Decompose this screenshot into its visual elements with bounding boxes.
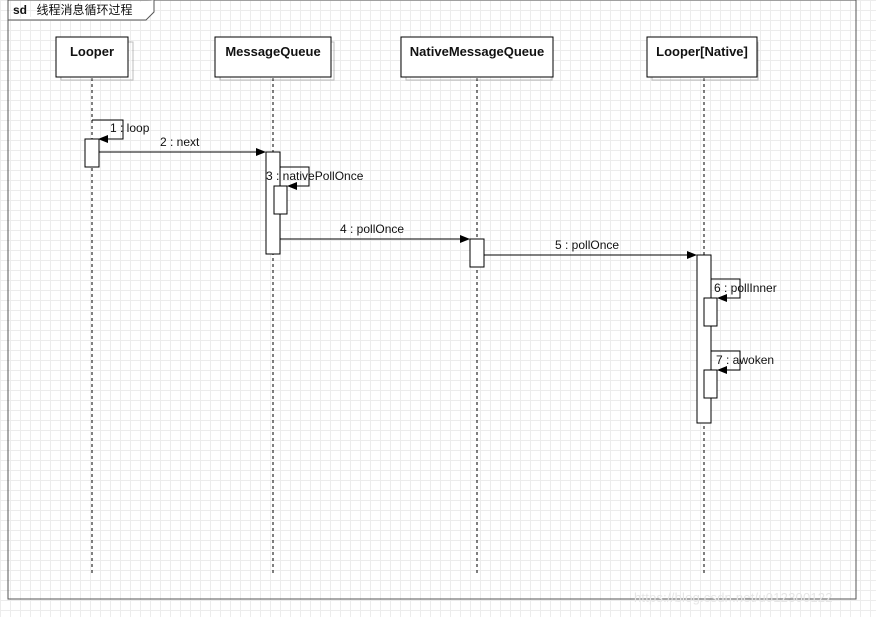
lifeline-mq-head[interactable] bbox=[214, 36, 332, 78]
activation-nmq bbox=[469, 238, 485, 268]
message-3-arrow bbox=[280, 166, 310, 190]
watermark: https://blog.csdn.net/u012300122 bbox=[634, 590, 833, 605]
frame-title: 线程消息循环过程 bbox=[36, 2, 132, 17]
message-4-label: 4 : pollOnce bbox=[340, 222, 404, 236]
activation-lnative-nested-1 bbox=[703, 297, 718, 327]
activation-mq-nested bbox=[273, 185, 288, 215]
lifeline-lnative-head[interactable] bbox=[646, 36, 758, 78]
lifeline-nmq-head[interactable] bbox=[400, 36, 554, 78]
lifeline-looper-head[interactable] bbox=[55, 36, 129, 78]
lifeline-lnative-label: Looper[Native] bbox=[656, 44, 748, 59]
message-6-arrow bbox=[711, 278, 741, 302]
message-6-label: 6 : pollInner bbox=[714, 281, 777, 295]
diagram-frame bbox=[7, 0, 857, 600]
message-7-arrow bbox=[711, 350, 741, 374]
frame-title-tab bbox=[8, 0, 155, 21]
message-5-label: 5 : pollOnce bbox=[555, 238, 619, 252]
lifeline-looper-label: Looper bbox=[70, 44, 114, 59]
message-1-arrow bbox=[92, 119, 124, 143]
frame-keyword: sd bbox=[13, 3, 27, 17]
message-3-label: 3 : nativePollOnce bbox=[266, 169, 364, 183]
message-1-label: 1 : loop bbox=[110, 121, 150, 135]
message-2-label: 2 : next bbox=[160, 135, 200, 149]
activation-lnative-nested-2 bbox=[703, 369, 718, 399]
svg-text:sd 线程消息循环过程: sd 线程消息循环过程 bbox=[13, 1, 132, 18]
lifeline-nmq-label: NativeMessageQueue bbox=[410, 44, 544, 59]
activation-looper bbox=[84, 138, 100, 168]
lifeline-mq-label: MessageQueue bbox=[225, 44, 320, 59]
message-7-label: 7 : awoken bbox=[716, 353, 774, 367]
